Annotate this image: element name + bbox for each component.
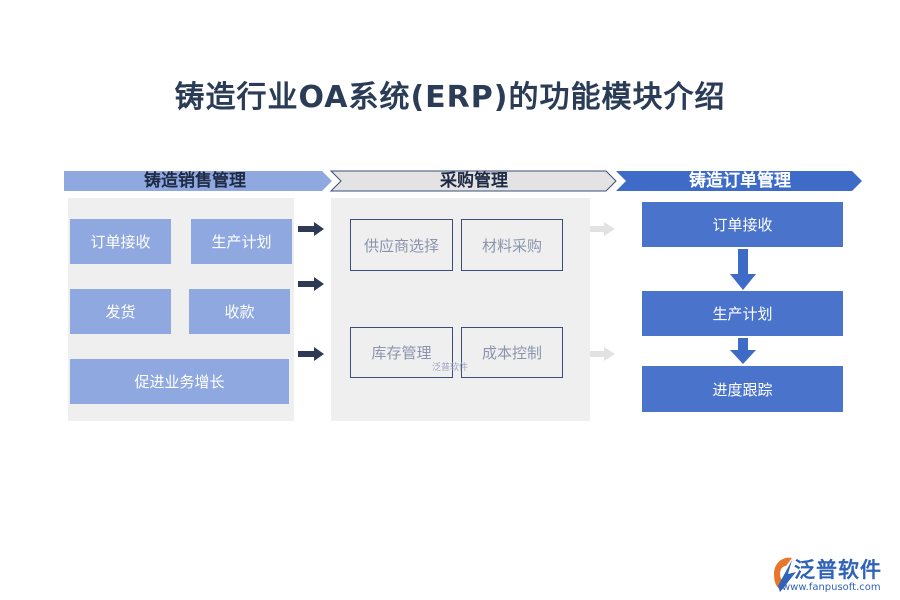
order-item-progress: 进度跟踪 [642,366,843,412]
dark-arrow-3 [298,347,324,361]
order-item-receive: 订单接收 [642,202,843,247]
sales-item-delivery: 发货 [70,289,171,334]
order-header-label: 铸造订单管理 [689,171,791,191]
dark-arrow-2 [298,277,324,291]
sales-header-label: 铸造销售管理 [144,171,246,191]
sales-item-growth: 促进业务增长 [70,359,289,404]
purchase-item-inventory: 库存管理 [350,327,453,378]
light-arrow-2 [590,347,615,361]
watermark: 泛普软件 [432,363,469,373]
light-arrow-1 [590,222,615,236]
down-arrow-1 [730,249,756,290]
purchase-item-cost: 成本控制 [461,327,563,378]
purchase-header-label: 采购管理 [440,171,508,191]
sales-item-order-receive: 订单接收 [70,219,171,264]
order-header-banner [616,171,862,191]
sales-item-payment: 收款 [189,289,290,334]
sales-header-banner [64,171,332,191]
down-arrow-2 [730,338,756,364]
purchase-header-banner [329,170,617,192]
logo-url: www.fanpusoft.com [782,582,881,593]
purchase-item-supplier: 供应商选择 [350,219,453,271]
logo-name: 泛普软件 [794,558,882,582]
dark-arrow-1 [298,222,324,236]
purchase-item-material: 材料采购 [461,219,563,271]
order-item-plan: 生产计划 [642,291,843,336]
sales-item-production-plan: 生产计划 [191,219,292,264]
page-title: 铸造行业OA系统(ERP)的功能模块介绍 [174,80,726,115]
fanpu-logo-icon [774,557,796,592]
